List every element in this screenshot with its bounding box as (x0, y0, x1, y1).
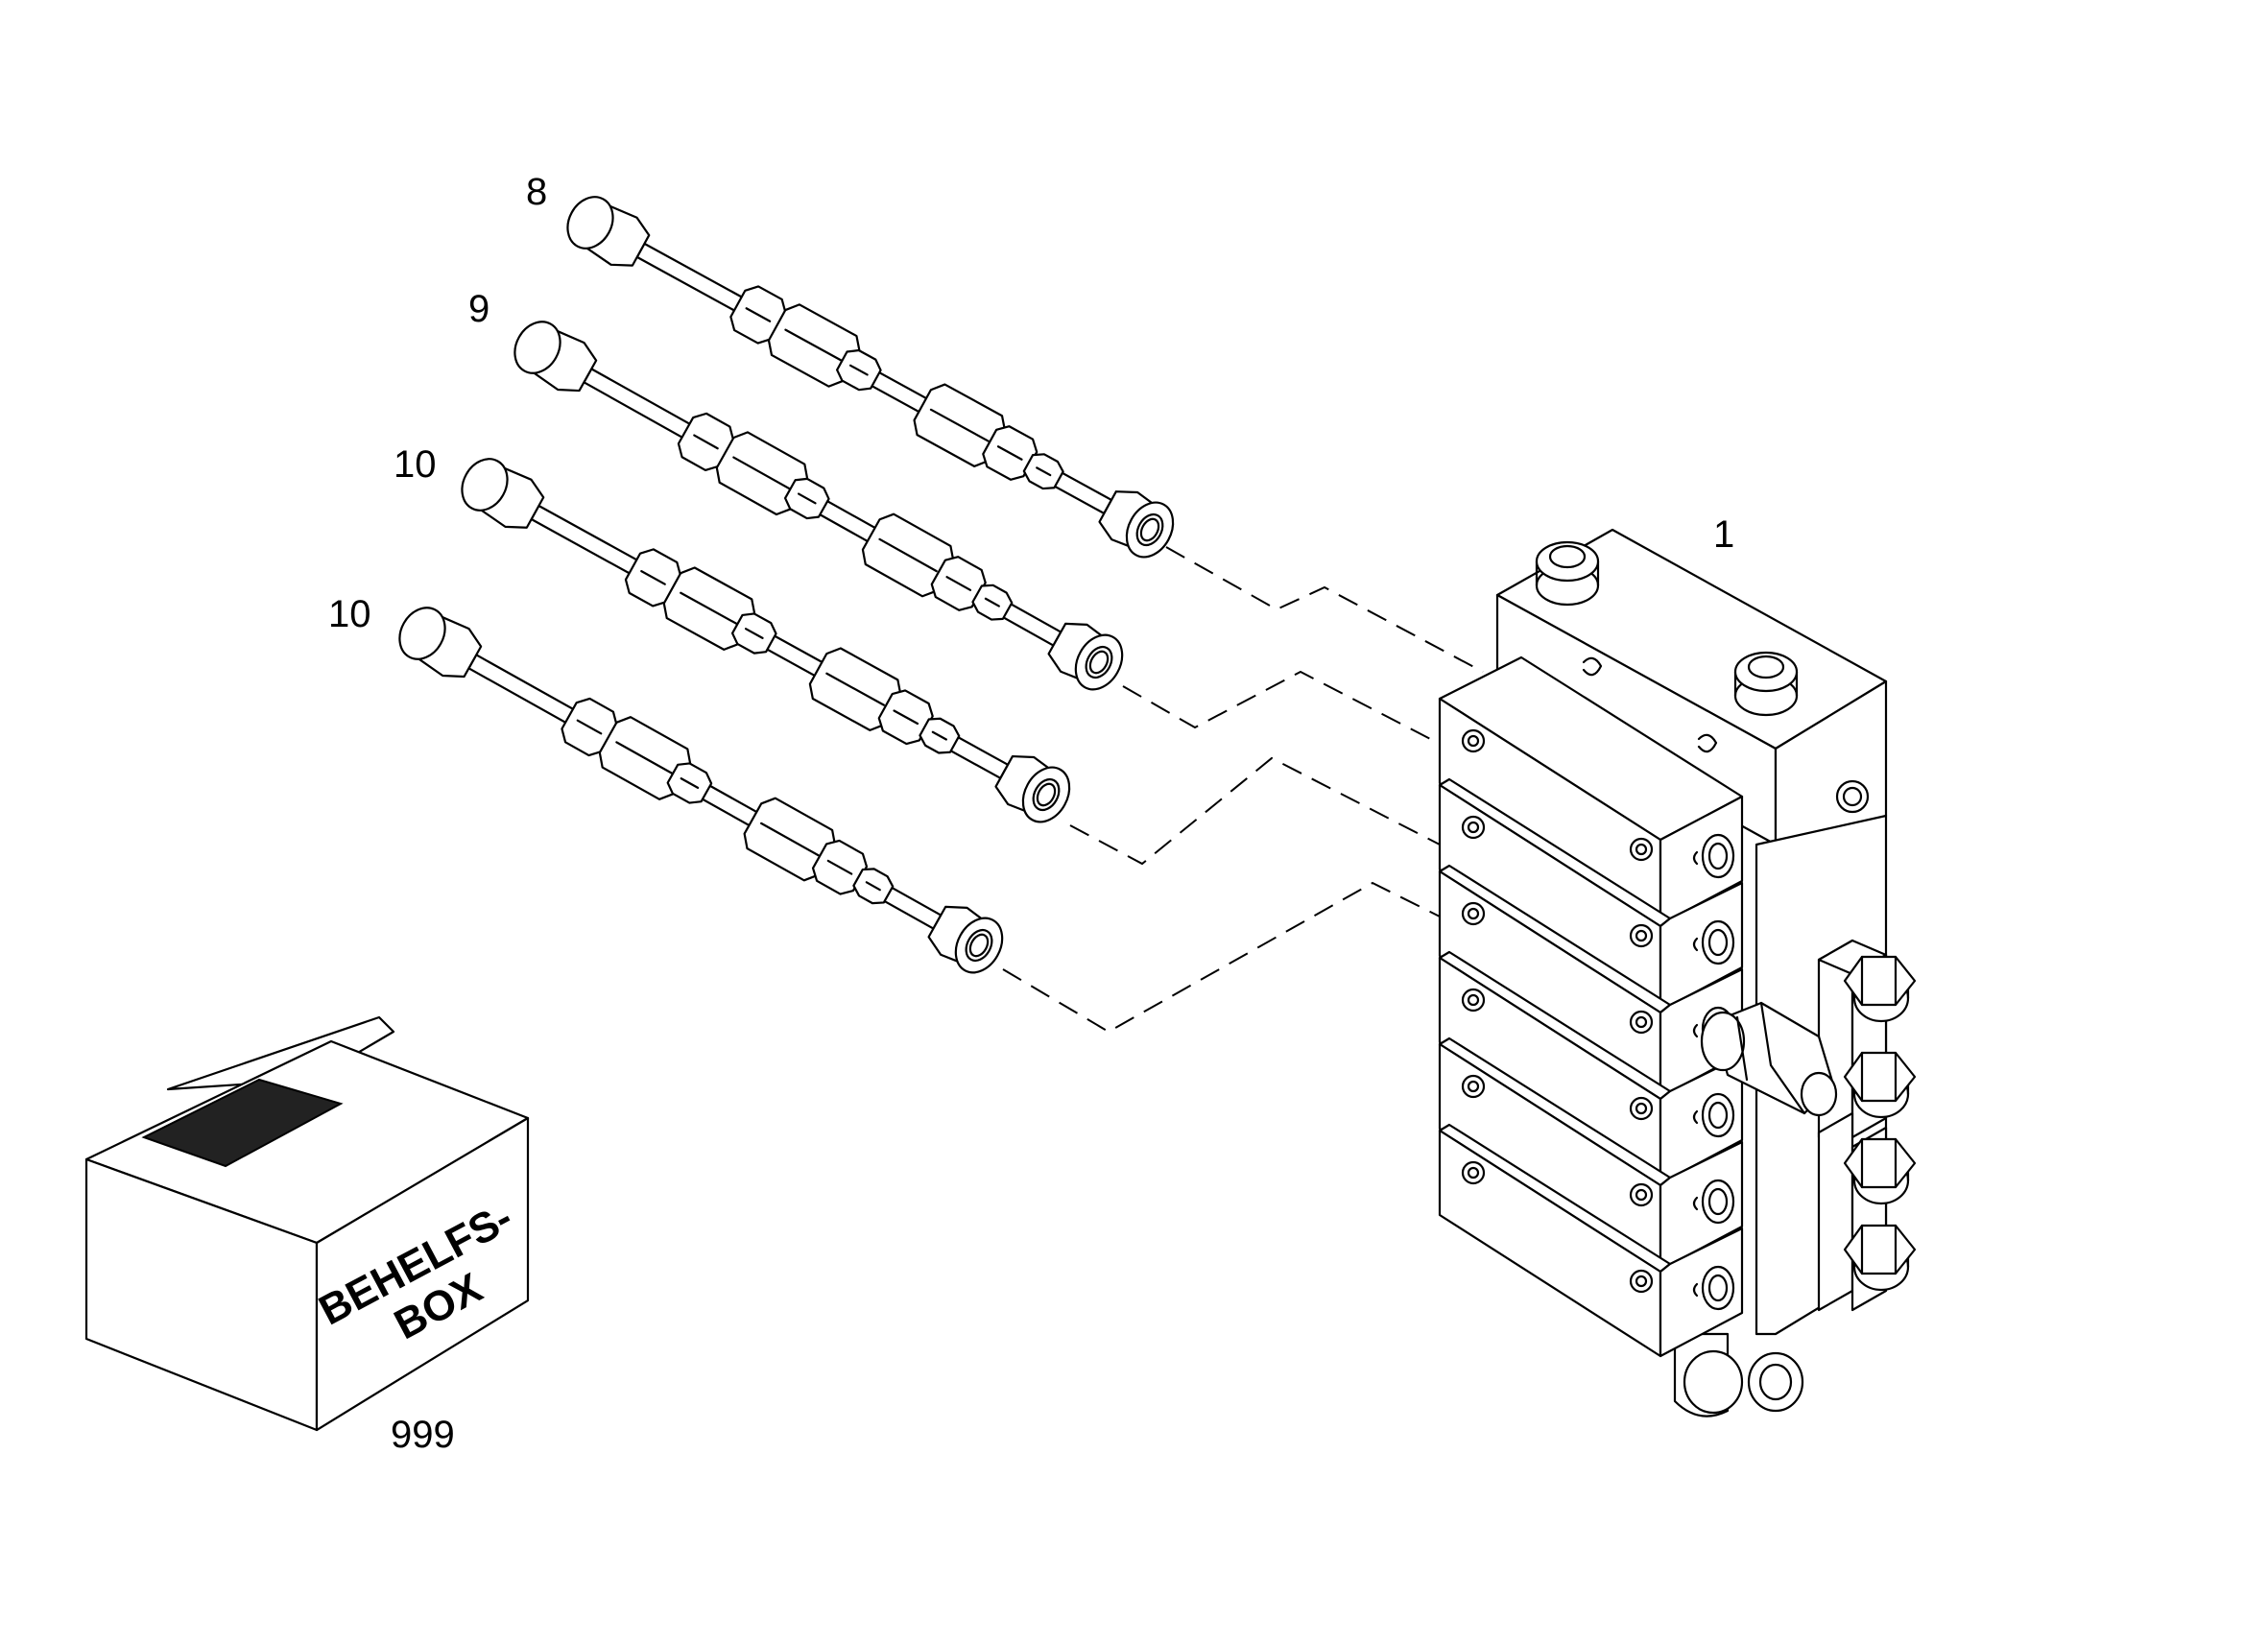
callout-1: 1 (1713, 513, 1734, 556)
connector-lines (1002, 546, 1484, 1034)
pipe-assembly-8 (566, 196, 1175, 559)
distributor-block (1438, 528, 1917, 1418)
pipe-end-nut-left (398, 607, 483, 679)
callout-999: 999 (391, 1414, 455, 1456)
pipe-coupling-collar (836, 348, 882, 392)
head-cap-nut-right (1733, 651, 1799, 717)
pipe-coupling-collar (783, 477, 830, 520)
pipe-end-nut-right (927, 905, 1004, 974)
pipe-union-collar (1022, 453, 1064, 490)
pipe-union-nut (877, 689, 934, 746)
inline-outlet-fitting (1700, 1001, 1838, 1117)
callout-8: 8 (526, 171, 547, 213)
distributor-slice (1438, 1036, 1744, 1272)
pipe-union-nut (930, 556, 987, 611)
connector-line-10a (1069, 756, 1441, 866)
pipe-end-nut-right (1047, 622, 1124, 691)
distributor-slice (1438, 950, 1744, 1185)
pipe-end-nut-right (994, 754, 1071, 823)
pipe-coupling-collar (666, 762, 713, 804)
pipe-union-collar (971, 584, 1014, 621)
plug-nut (1843, 1224, 1917, 1292)
distributor-slice (1438, 1123, 1744, 1358)
head-cap-nut-left (1535, 540, 1600, 607)
callout-9: 9 (468, 288, 489, 330)
callout-10-upper: 10 (394, 443, 437, 486)
box-side (315, 1116, 530, 1432)
pipe-end-nut-right (1098, 490, 1175, 559)
pipe-end-nut-left (461, 458, 545, 529)
pipe-end-nut-left (566, 196, 651, 267)
pipe-union-nut (811, 839, 869, 895)
pipe-assembly-9 (513, 321, 1124, 691)
pipe-assembly-10a (461, 458, 1071, 823)
pipe-coupling-collar (730, 612, 777, 655)
pipe-union-collar (919, 717, 961, 754)
connector-line-9 (1122, 670, 1441, 745)
callout-labels: 8 9 10 10 1 999 (328, 171, 1734, 1456)
connector-line-10b (1002, 881, 1441, 1034)
pipe-union-nut (982, 425, 1039, 481)
distributor-slices (1438, 655, 1744, 1358)
lower-outlet-fitting (1673, 1332, 1804, 1418)
spare-parts-box: BEHELFS- BOX (84, 1015, 530, 1432)
pipe-assemblies (398, 196, 1175, 974)
pipe-end-nut-left (513, 321, 598, 393)
plug-nuts (1843, 955, 1917, 1292)
pipe-assembly-10b (398, 607, 1004, 974)
pipe-union-collar (852, 868, 895, 905)
plug-nut (1843, 1051, 1917, 1119)
distributor-slice (1438, 655, 1744, 926)
plug-nut (1843, 955, 1917, 1023)
plug-nut (1843, 1137, 1917, 1205)
box-tape (141, 1078, 344, 1168)
callout-10-lower: 10 (328, 593, 371, 635)
connector-line-8 (1165, 546, 1484, 673)
